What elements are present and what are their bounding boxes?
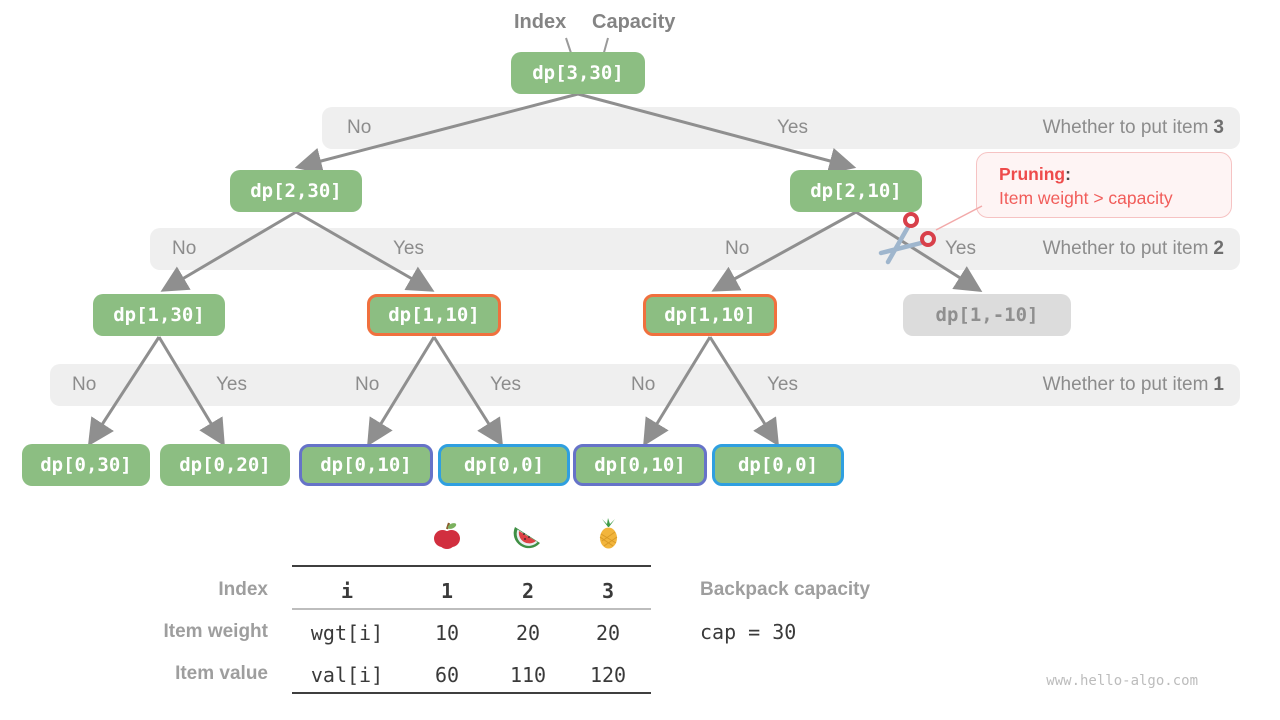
band2-yes-label-1: Yes xyxy=(393,238,424,259)
table-cell-val3: 120 xyxy=(589,663,627,687)
table-rowheader-index: Index xyxy=(218,579,268,600)
band1-no-label-2: No xyxy=(355,374,380,395)
table-cell-val1: 60 xyxy=(434,663,460,687)
band1-yes-label-1: Yes xyxy=(216,374,247,395)
pruning-title-line: Pruning: xyxy=(999,164,1071,184)
table-rowheader-value: Item value xyxy=(175,663,268,684)
table-cell-i: i xyxy=(340,579,354,603)
table-mid-rule xyxy=(292,608,651,610)
capacity-header-label: Capacity xyxy=(592,11,676,33)
band3-no-label: No xyxy=(347,117,372,138)
table-cell-idx2: 2 xyxy=(521,579,535,603)
table-rowheader-weight: Item weight xyxy=(163,621,268,642)
pruning-detail: Item weight > capacity xyxy=(999,188,1173,208)
backpack-capacity-label: Backpack capacity xyxy=(700,579,871,600)
watermelon-icon xyxy=(513,527,540,549)
backpack-capacity-value: cap = 30 xyxy=(700,620,797,644)
decision-band-item1: No Yes No Yes No Yes Whether to put item… xyxy=(50,364,1240,406)
node-dp-0-10-right: dp[0,10] xyxy=(573,444,707,486)
node-dp-0-0-left: dp[0,0] xyxy=(438,444,570,486)
pineapple-icon xyxy=(599,518,618,549)
band3-yes-label: Yes xyxy=(777,117,808,138)
node-dp-2-10: dp[2,10] xyxy=(790,170,922,212)
node-dp-1-neg10: dp[1,-10] xyxy=(903,294,1071,336)
apple-icon xyxy=(434,522,460,549)
watermark: www.hello-algo.com xyxy=(1046,673,1198,689)
pruning-connector-line xyxy=(935,205,983,231)
table-cell-wgt1: 10 xyxy=(434,621,460,645)
node-dp-3-30: dp[3,30] xyxy=(511,52,645,94)
table-cell-wgt3: 20 xyxy=(595,621,621,645)
node-dp-1-10-left: dp[1,10] xyxy=(367,294,501,336)
band2-yes-label-2: Yes xyxy=(945,238,976,259)
node-dp-1-30: dp[1,30] xyxy=(93,294,225,336)
band2-no-label-1: No xyxy=(172,238,197,259)
node-dp-0-30: dp[0,30] xyxy=(22,444,150,486)
table-cell-val: val[i] xyxy=(310,663,384,687)
table-cell-val2: 110 xyxy=(509,663,547,687)
band2-no-label-2: No xyxy=(725,238,750,259)
band1-no-label-1: No xyxy=(72,374,97,395)
pruning-callout: Pruning: Item weight > capacity xyxy=(976,152,1232,218)
table-top-rule xyxy=(292,565,651,567)
node-dp-0-10-left: dp[0,10] xyxy=(299,444,433,486)
table-cell-wgt: wgt[i] xyxy=(310,621,384,645)
node-dp-0-20: dp[0,20] xyxy=(160,444,290,486)
node-dp-1-10-right: dp[1,10] xyxy=(643,294,777,336)
band1-yes-label-2: Yes xyxy=(490,374,521,395)
band1-no-label-3: No xyxy=(631,374,656,395)
index-header-label: Index xyxy=(514,11,567,33)
band1-yes-label-3: Yes xyxy=(767,374,798,395)
table-bottom-rule xyxy=(292,692,651,694)
table-cell-wgt2: 20 xyxy=(515,621,541,645)
table-cell-idx3: 3 xyxy=(601,579,615,603)
table-cell-idx1: 1 xyxy=(440,579,454,603)
node-dp-2-30: dp[2,30] xyxy=(230,170,362,212)
node-dp-0-0-right: dp[0,0] xyxy=(712,444,844,486)
